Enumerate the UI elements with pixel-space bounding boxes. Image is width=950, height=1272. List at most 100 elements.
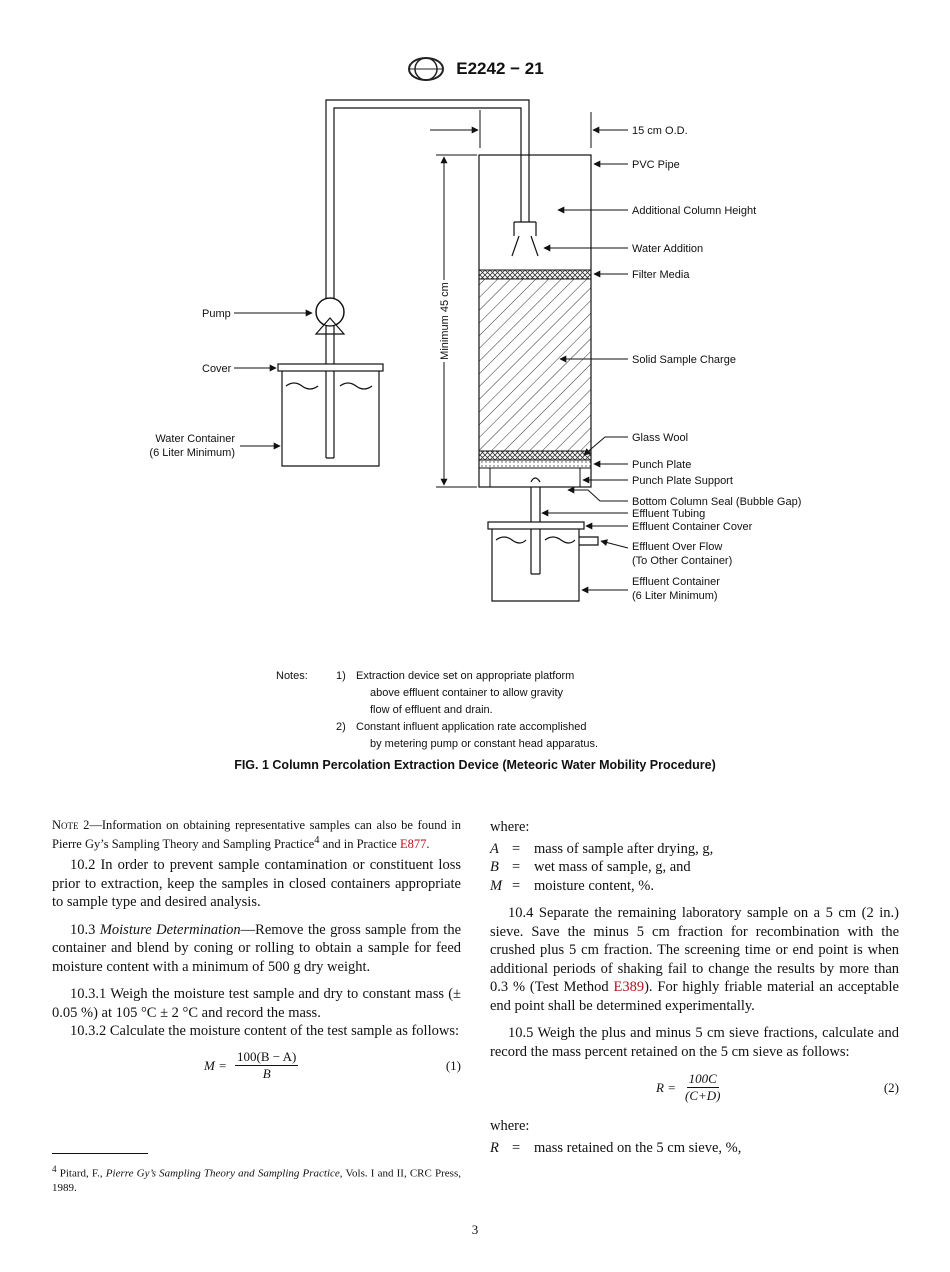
label-effluent-tubing: Effluent Tubing — [632, 508, 705, 520]
filter-media — [478, 269, 592, 280]
eq1-fraction: 100(B − A) B — [235, 1048, 299, 1082]
note-line: by metering pump or constant head appara… — [370, 738, 599, 750]
para-10-3-2: 10.3.2 Calculate the moisture content of… — [70, 1023, 459, 1040]
para-10-3: 10.3 Moisture Determination—Remove the g… — [52, 921, 461, 977]
def-var: A — [490, 840, 499, 857]
para-10-2: 10.2 In order to prevent sample contamin… — [52, 857, 461, 911]
definition-row: M=moisture content, %. — [490, 877, 655, 894]
label-water-container-min: (6 Liter Minimum) — [149, 447, 235, 459]
note-number: 2 — [78, 818, 90, 832]
note-label: Note — [52, 818, 79, 832]
def-text: mass of sample after drying, g, — [534, 840, 714, 857]
eq1-numerator: 100(B − A) — [235, 1048, 299, 1066]
page-header: E2242 − 21 — [0, 56, 950, 82]
eq2-numerator: 100C — [686, 1071, 719, 1088]
ref-link-e877[interactable]: E877 — [399, 837, 427, 852]
notes-label: Notes: — [276, 670, 308, 682]
effluent-tubing — [530, 477, 541, 575]
label-water-addition: Water Addition — [632, 243, 703, 255]
footnote-title: Pierre Gy’s Sampling Theory and Sampling… — [105, 1167, 340, 1180]
eq1-number: (1) — [445, 1057, 461, 1073]
note-text: . — [426, 837, 430, 852]
note-text: —Information on obtaining representative… — [52, 818, 461, 852]
label-overflow: Effluent Over Flow — [632, 541, 722, 553]
note-text: and in Practice — [319, 837, 400, 852]
equation-2: R = 100C (C+D) (2) — [490, 1067, 899, 1107]
def-text: moisture content, %. — [534, 877, 655, 894]
pump — [314, 297, 346, 459]
note-line: above effluent container to allow gravit… — [370, 687, 564, 699]
footnote-text: Pitard, F., — [56, 1167, 106, 1180]
figure-notes: Notes: 1) Extraction device set on appro… — [276, 668, 598, 753]
water-container — [277, 363, 384, 467]
influent-tubing — [325, 99, 530, 300]
para-number: 10.3 — [70, 921, 100, 938]
footnote-rule — [52, 1153, 148, 1154]
label-punch-plate-support: Punch Plate Support — [632, 475, 733, 487]
equation-1: M = 100(B − A) B (1) — [52, 1047, 461, 1087]
ref-link-e389[interactable]: E389 — [613, 979, 645, 995]
label-pvc-pipe: PVC Pipe — [632, 159, 680, 171]
column-percolation-diagram: 15 cm O.D. PVC Pipe Additional Column He… — [149, 99, 801, 602]
label-filter-media: Filter Media — [632, 269, 690, 281]
dimension-lines — [430, 110, 628, 488]
para-10-4: 10.4 Separate the remaining laboratory s… — [490, 904, 899, 1015]
label-effluent-container-min: (6 Liter Minimum) — [632, 590, 718, 602]
note-line: Extraction device set on appropriate pla… — [356, 670, 575, 682]
para-10-3-1: 10.3.1 Weigh the moisture test sample an… — [52, 986, 461, 1021]
label-solid-sample: Solid Sample Charge — [632, 354, 736, 366]
note-2: Note 2—Information on obtaining represen… — [52, 818, 461, 852]
note-line: flow of effluent and drain. — [370, 704, 493, 716]
eq1-denominator: B — [262, 1065, 271, 1081]
page-number: 3 — [471, 1222, 479, 1237]
leader-arrows — [234, 160, 629, 594]
glass-wool — [478, 450, 592, 461]
left-column: Note 2—Information on obtaining represen… — [52, 818, 461, 1097]
note-number: 1) — [336, 670, 346, 682]
label-effluent-container: Effluent Container — [632, 576, 720, 588]
label-od: 15 cm O.D. — [632, 125, 688, 137]
effluent-container — [487, 521, 599, 602]
designation-code: E2242 − 21 — [456, 59, 544, 78]
label-additional-height: Additional Column Height — [632, 205, 756, 217]
eq2-number: (2) — [883, 1080, 899, 1095]
eq2-denominator: (C+D) — [685, 1088, 721, 1103]
footnote-marker: 4 — [52, 1164, 57, 1174]
eq1-lhs: M = — [204, 1057, 227, 1073]
water-addition-nozzle — [511, 221, 539, 257]
label-glass-wool: Glass Wool — [632, 432, 688, 444]
label-minimum-height: Minimum 45 cm — [439, 282, 451, 360]
para-text: ). For highly friable material an accept… — [490, 979, 899, 1014]
def-text: mass retained on the 5 cm sieve, %, — [534, 1139, 742, 1156]
astm-logo-icon — [408, 57, 445, 81]
definition-row: A=mass of sample after drying, g, — [490, 840, 714, 857]
note-number: 2) — [336, 721, 346, 733]
definition-row: B=wet mass of sample, g, and — [490, 859, 691, 875]
punch-plate-support — [489, 467, 581, 488]
label-punch-plate: Punch Plate — [632, 459, 691, 471]
solid-sample-charge — [478, 278, 592, 452]
label-cover: Cover — [202, 363, 232, 375]
pvc-column — [478, 154, 592, 488]
def-text: wet mass of sample, g, and — [534, 859, 691, 875]
footnote-4: 4 Pitard, F., Pierre Gy’s Sampling Theor… — [52, 1162, 461, 1195]
footnote-ref[interactable]: 4 — [314, 835, 320, 846]
label-effluent-cover: Effluent Container Cover — [632, 521, 753, 533]
def-var: M — [490, 877, 503, 894]
para-text: 10.4 Separate the remaining laboratory s… — [490, 905, 899, 995]
def-var: R — [490, 1139, 499, 1156]
label-pump: Pump — [202, 308, 231, 320]
where-label: where: — [490, 819, 530, 835]
def-var: B — [490, 859, 499, 875]
eq2-lhs: R = — [656, 1080, 676, 1095]
label-water-container: Water Container — [155, 433, 235, 445]
note-line: Constant influent application rate accom… — [356, 721, 587, 733]
where-label: where: — [490, 1118, 530, 1134]
para-10-5: 10.5 Weigh the plus and minus 5 cm sieve… — [490, 1025, 899, 1060]
punch-plate — [478, 459, 592, 469]
para-title: Moisture Determination — [99, 921, 241, 938]
para-text: —Remove the gross sample from the contai… — [52, 921, 462, 975]
definition-row: R=mass retained on the 5 cm sieve, %, — [490, 1139, 742, 1156]
figure-caption: FIG. 1 Column Percolation Extraction Dev… — [234, 758, 716, 772]
footnote-text: , Vols. I and II, CRC Press, 1989. — [52, 1167, 461, 1194]
